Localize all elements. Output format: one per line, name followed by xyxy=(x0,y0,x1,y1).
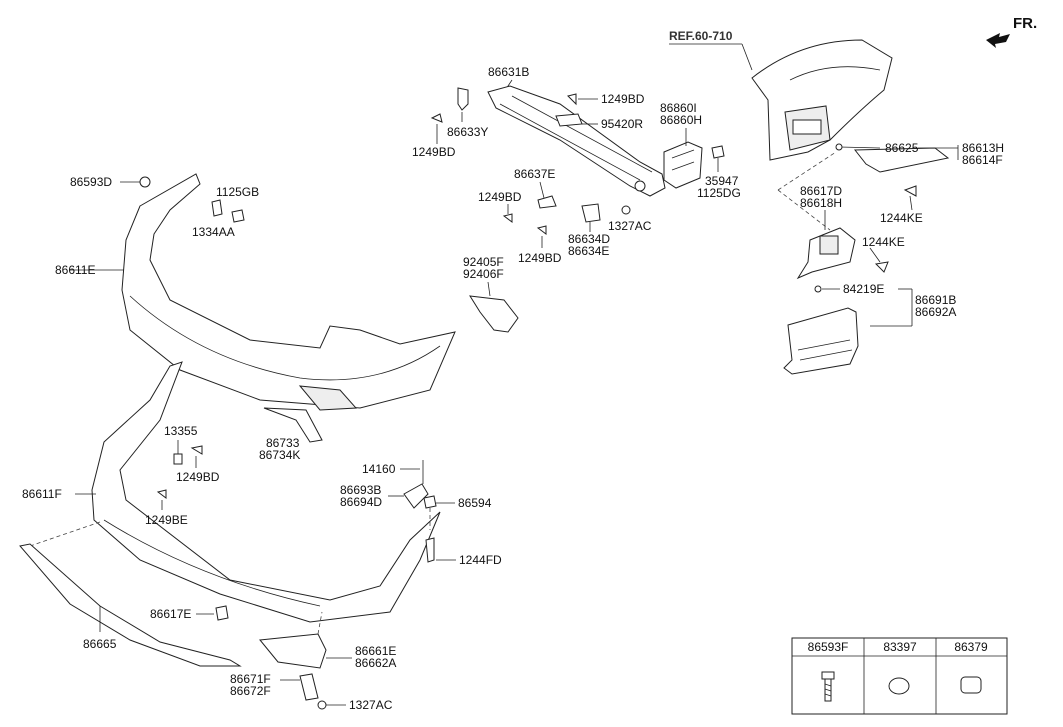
oval-grommet-icon xyxy=(888,677,910,695)
reflector: 92405F 92406F xyxy=(463,255,519,333)
nut-icon xyxy=(621,205,631,215)
label-86611F: 86611F xyxy=(22,487,62,501)
label-95420R: 95420R xyxy=(601,117,643,131)
lower-garnish: 86665 xyxy=(19,543,242,667)
screw-icon xyxy=(903,185,917,197)
label-1249BD-b: 1249BD xyxy=(601,92,645,106)
label-1249BD-e: 1249BD xyxy=(176,470,220,484)
label-1244KE-b: 1244KE xyxy=(862,235,905,249)
label-86860I: 86860I xyxy=(660,101,697,115)
clip-icon xyxy=(457,87,469,111)
label-86593D: 86593D xyxy=(70,175,112,189)
label-14160: 14160 xyxy=(362,462,396,476)
label-86692A: 86692A xyxy=(915,305,956,319)
nut-icon xyxy=(317,700,327,710)
label-1249BD-a: 1249BD xyxy=(412,145,456,159)
clip-icon xyxy=(835,143,843,151)
beam-hole xyxy=(634,180,646,192)
label-86634E: 86634E xyxy=(568,244,609,258)
label-86693B: 86693B xyxy=(340,483,381,497)
label-86671F: 86671F xyxy=(230,672,271,686)
bolt-icon xyxy=(231,209,245,223)
label-86634D: 86634D xyxy=(568,232,610,246)
label-86613H: 86613H xyxy=(962,141,1004,155)
label-86860H: 86860H xyxy=(660,113,702,127)
clip-icon xyxy=(423,495,437,509)
label-1249BD-d: 1249BD xyxy=(518,251,562,265)
spacer xyxy=(555,113,583,127)
screw-icon xyxy=(156,489,167,499)
hardware-legend-table: 86593F 83397 86379 xyxy=(791,637,1008,715)
label-84219E: 84219E xyxy=(843,282,884,296)
lower-bumper-cover: 13355 1249BD 86611F 1249BE xyxy=(22,361,441,623)
recess-slot xyxy=(792,119,822,135)
screw-icon xyxy=(425,537,435,563)
label-1244KE-a: 1244KE xyxy=(880,211,923,225)
screw-icon xyxy=(874,261,889,273)
legend-column-3: 86379 xyxy=(954,640,988,654)
label-92406F: 92406F xyxy=(463,267,504,281)
body-reference: REF.60-710 xyxy=(669,29,893,161)
label-86662A: 86662A xyxy=(355,656,396,670)
lower-bracket: 86617D 86618H 1244KE xyxy=(796,184,905,280)
upper-bumper-cover: 86593D 1125GB 1334AA 86611E xyxy=(55,173,456,411)
legend-column-1: 86593F xyxy=(808,640,849,654)
nut-icon xyxy=(814,285,822,293)
exhaust-cutout xyxy=(298,385,358,411)
label-86631B: 86631B xyxy=(488,65,529,79)
label-1125DG: 1125DG xyxy=(697,186,741,200)
label-86734K: 86734K xyxy=(259,448,300,462)
rounded-pad-icon xyxy=(960,676,982,694)
label-1334AA: 1334AA xyxy=(192,225,235,239)
clip-icon xyxy=(173,453,183,465)
label-86614F: 86614F xyxy=(962,153,1003,167)
label-86691B: 86691B xyxy=(915,293,956,307)
label-86665: 86665 xyxy=(83,637,117,651)
screw-icon xyxy=(536,225,547,235)
bottom-brackets: 86661E 86662A 86671F 86672F 1327AC xyxy=(230,611,396,712)
fastener-icon xyxy=(139,176,151,188)
label-86733: 86733 xyxy=(266,436,300,450)
label-86637E: 86637E xyxy=(514,167,555,181)
label-13355: 13355 xyxy=(164,424,198,438)
screw-icon xyxy=(430,113,443,123)
corner-trim: 86733 86734K xyxy=(259,407,323,462)
front-direction-indicator: FR. xyxy=(986,15,1037,48)
impact-beam: 86631B 86633Y 1249BD 1249BD 95420R 86860… xyxy=(412,65,741,265)
reference-label: REF.60-710 xyxy=(669,29,733,43)
label-1244FD: 1244FD xyxy=(459,553,502,567)
side-bracket: 86625 86613H 86614F 1244KE xyxy=(835,141,1004,225)
label-86672F: 86672F xyxy=(230,684,271,698)
label-1125GB: 1125GB xyxy=(216,185,259,199)
label-1249BD-c: 1249BD xyxy=(478,190,522,204)
label-86618H: 86618H xyxy=(800,196,842,210)
label-86625: 86625 xyxy=(885,141,919,155)
label-92405F: 92405F xyxy=(463,255,504,269)
beam-mount-bracket xyxy=(663,141,703,189)
label-86617D: 86617D xyxy=(800,184,842,198)
label-86694D: 86694D xyxy=(340,495,382,509)
label-86617E: 86617E xyxy=(150,607,191,621)
label-1327AC-b: 1327AC xyxy=(349,698,393,712)
clip-icon xyxy=(211,199,223,217)
bolt-icon xyxy=(711,145,725,159)
screw-icon xyxy=(567,93,577,106)
right-side-parts: 14160 86693B 86694D 86594 1244FD xyxy=(340,460,502,567)
label-86611E: 86611E xyxy=(55,263,95,277)
bolt-icon xyxy=(821,671,835,702)
clip-86617E: 86617E xyxy=(150,605,229,621)
label-1249BE: 1249BE xyxy=(145,513,188,527)
screw-icon xyxy=(502,213,513,223)
label-86633Y: 86633Y xyxy=(447,125,488,139)
label-86661E: 86661E xyxy=(355,644,396,658)
label-35947: 35947 xyxy=(705,174,739,188)
screw-icon xyxy=(190,445,203,455)
label-1327AC-a: 1327AC xyxy=(608,219,652,233)
front-direction-label: FR. xyxy=(1013,15,1037,32)
arrow-icon xyxy=(986,33,1010,48)
label-86594: 86594 xyxy=(458,496,492,510)
under-cover: 84219E 86691B 86692A xyxy=(783,282,956,375)
legend-column-2: 83397 xyxy=(883,640,917,654)
